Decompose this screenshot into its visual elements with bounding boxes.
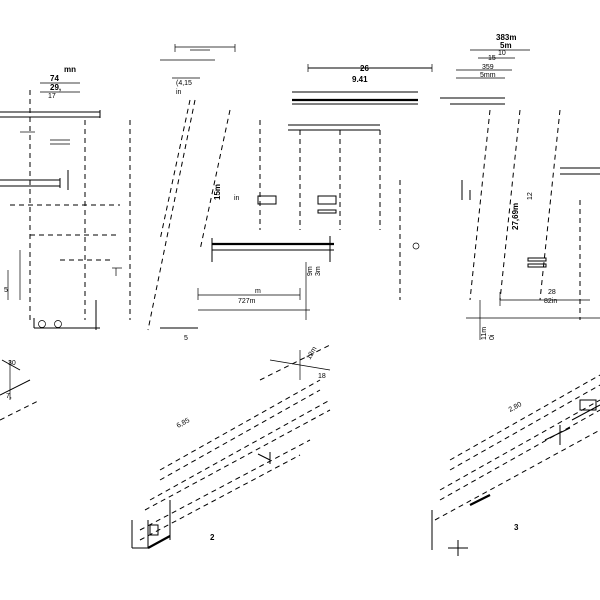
dim-label-left-5: 5 bbox=[4, 287, 8, 294]
dim-label-12: 12 bbox=[527, 192, 534, 200]
isometric-view-right: 2,80 3 bbox=[431, 374, 600, 556]
dim-label-15: 15 bbox=[488, 55, 496, 62]
iso-label-18: 18 bbox=[318, 373, 326, 380]
dim-label-11m: 11m bbox=[481, 327, 488, 340]
iso-label-685: 6,85 bbox=[176, 417, 191, 430]
dim-label-941: 9.41 bbox=[352, 75, 368, 84]
dim-label-4150: (4,15 bbox=[176, 80, 192, 87]
dim-label-0i: 0i bbox=[489, 334, 496, 340]
iso-label-30: 30 bbox=[8, 360, 16, 367]
dim-label-29: 29, bbox=[50, 83, 61, 92]
iso-label-12m: 12m bbox=[306, 346, 319, 361]
dim-label-383: 383m bbox=[496, 33, 516, 42]
dim-label-4150-unit: in bbox=[176, 89, 182, 96]
dim-label-74: 74 bbox=[50, 74, 59, 83]
dim-label-9m: 9m bbox=[307, 266, 314, 276]
dim-label-26: 26 bbox=[360, 64, 369, 73]
isometric-view-left: 30 7, bbox=[0, 359, 41, 421]
middle-elevation-view: (4,15 in 26 9.41 15m in m bbox=[147, 44, 433, 342]
dim-label-17: 17 bbox=[48, 93, 56, 100]
dim-label-5m: 5m bbox=[500, 41, 512, 50]
iso-label-3: 3 bbox=[514, 523, 519, 532]
dim-label-359: 359 bbox=[482, 64, 494, 71]
dim-label-5: 5 bbox=[184, 335, 188, 342]
right-elevation-view: 383m 5m 15 10 359 5mm 27,69m 12 28 82in … bbox=[440, 33, 600, 340]
iso-label-2: 2 bbox=[210, 533, 215, 542]
iso-label-7: 7, bbox=[6, 393, 12, 400]
iso-label-right-dim: 2,80 bbox=[508, 401, 523, 414]
dim-label-82: 82in bbox=[544, 298, 557, 305]
dim-label-2769: 27,69m bbox=[511, 203, 520, 230]
dim-label-5mm: 5mm bbox=[480, 72, 496, 79]
dim-label-vert-in: in bbox=[234, 195, 240, 202]
dim-label-10: 10 bbox=[498, 50, 506, 57]
left-elevation-view bbox=[0, 90, 131, 330]
dim-label-3m: 3m bbox=[315, 266, 322, 276]
dim-label-727: 727m bbox=[238, 298, 256, 305]
dim-label-vert-mid: 15m bbox=[213, 184, 222, 200]
dim-label-28: 28 bbox=[548, 289, 556, 296]
left-dimensions: mn 74 29, 17 5 bbox=[4, 65, 80, 294]
isometric-view-middle: 12m 18 6,85 2 bbox=[131, 344, 331, 549]
dim-label-m: m bbox=[255, 288, 261, 295]
dim-label-mm: mn bbox=[64, 65, 76, 74]
